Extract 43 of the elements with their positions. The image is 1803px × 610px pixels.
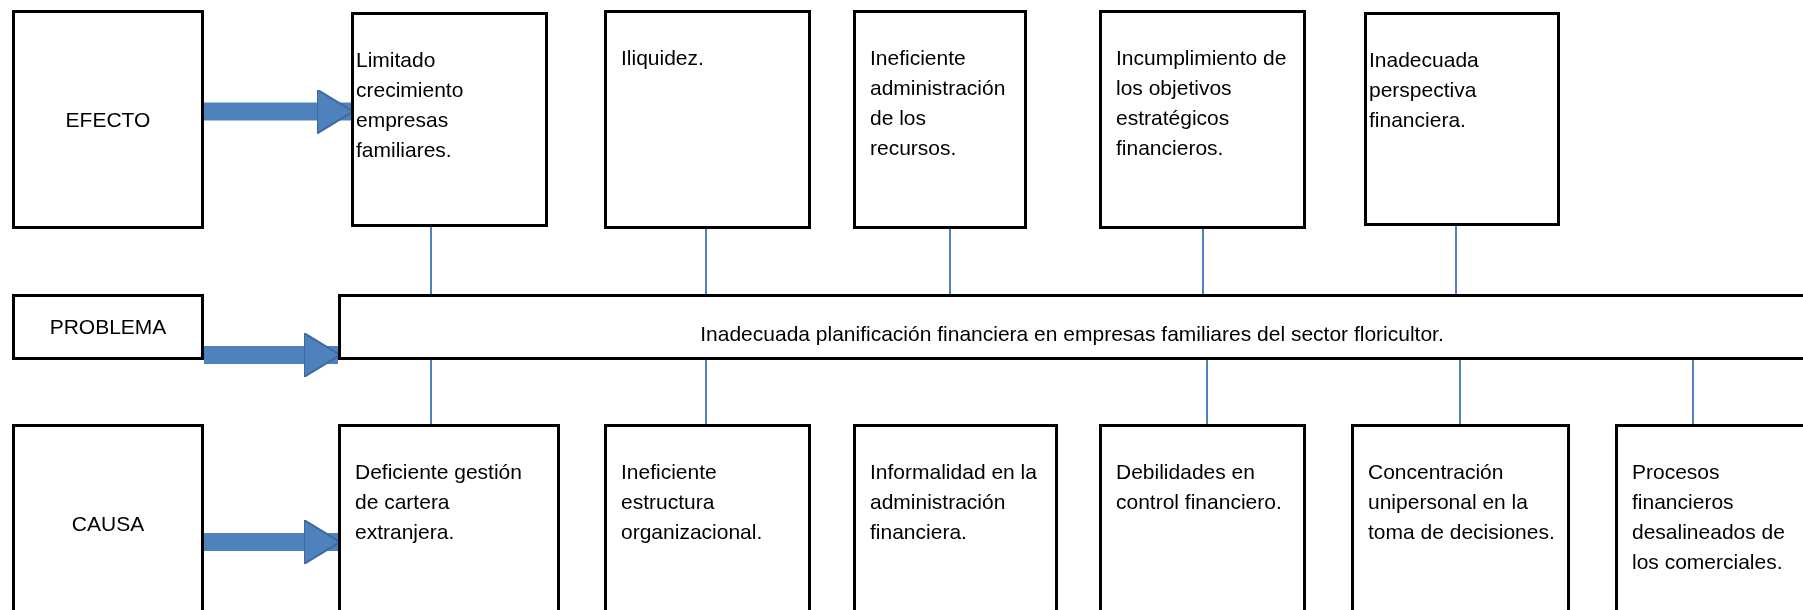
node-text: Inadecuada perspectiva financiera. (1369, 47, 1480, 133)
row-label-box (12, 10, 204, 229)
block-arrow (204, 519, 341, 565)
node-text: Ineficiente administración de los recursos. (870, 45, 1007, 161)
text-box (604, 424, 811, 610)
connector-line (1455, 225, 1457, 295)
node-text: Incumplimiento de los objetivos estratégicos financieros. (1116, 45, 1288, 161)
text-box (338, 424, 560, 610)
connector-line (1692, 359, 1694, 425)
node-text: Ineficiente estructura organizacional. (621, 459, 764, 545)
node-text: EFECTO (65, 106, 151, 133)
problem-box (338, 294, 1803, 360)
block-arrow (204, 332, 341, 378)
connector-line (1206, 359, 1208, 425)
text-box (853, 424, 1058, 610)
row-label-box (12, 294, 204, 360)
text-box (853, 10, 1027, 229)
text-box (1351, 424, 1570, 610)
text-box (1615, 424, 1803, 610)
node-text: Debilidades en control financiero. (1116, 459, 1283, 515)
node-text: Procesos financieros desalineados de los comerciales. (1632, 459, 1786, 575)
connector-line (949, 228, 951, 295)
node-text: CAUSA (71, 511, 145, 537)
node-text: Deficiente gestión de cartera extranjera. (355, 459, 523, 545)
connector-line (430, 226, 432, 295)
row-label-box (12, 424, 204, 610)
node-text: Inadecuada planificación financiera en empresas familiares del sector floricultor. (700, 321, 1444, 347)
connector-line (430, 359, 432, 425)
text-box (1364, 12, 1560, 226)
connector-line (1202, 228, 1204, 295)
block-arrow (204, 88, 354, 135)
text-box (604, 10, 811, 229)
node-text: PROBLEMA (49, 314, 167, 340)
connector-line (705, 228, 707, 295)
text-box (351, 12, 548, 227)
node-text: Concentración unipersonal en la toma de decisiones. (1368, 459, 1556, 545)
connector-line (1459, 359, 1461, 425)
text-box (1099, 424, 1306, 610)
node-text: Limitado crecimiento empresas familiares. (356, 47, 465, 163)
text-box (1099, 10, 1306, 229)
node-text: Iliquidez. (621, 45, 705, 71)
node-text: Informalidad en la administración financiera. (870, 459, 1038, 545)
connector-line (705, 359, 707, 425)
